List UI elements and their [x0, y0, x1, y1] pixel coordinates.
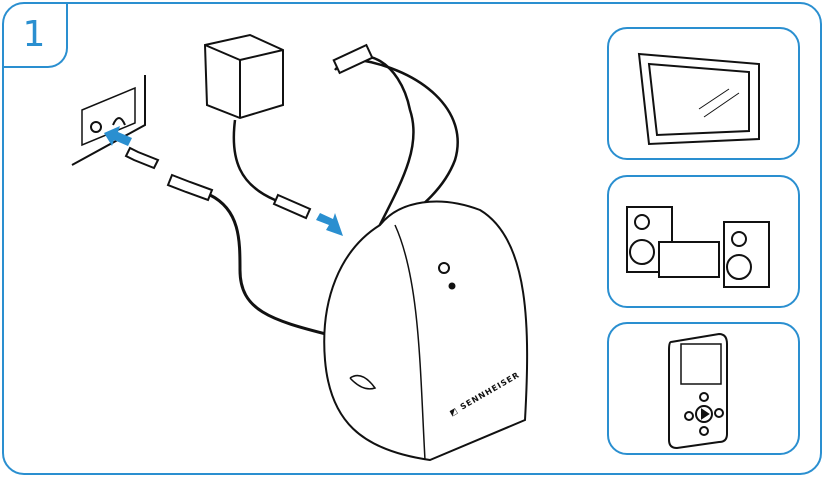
tv-icon — [609, 29, 802, 162]
mp3-player-panel — [607, 322, 800, 455]
mp3-player-icon — [609, 324, 802, 457]
tv-panel — [607, 27, 800, 160]
stereo-system-icon — [609, 177, 802, 310]
audio-cable — [126, 148, 330, 335]
transmitter-base — [324, 45, 527, 460]
power-adapter — [205, 35, 310, 218]
hifi-panel — [607, 175, 800, 308]
insert-arrow-icon — [104, 126, 343, 236]
